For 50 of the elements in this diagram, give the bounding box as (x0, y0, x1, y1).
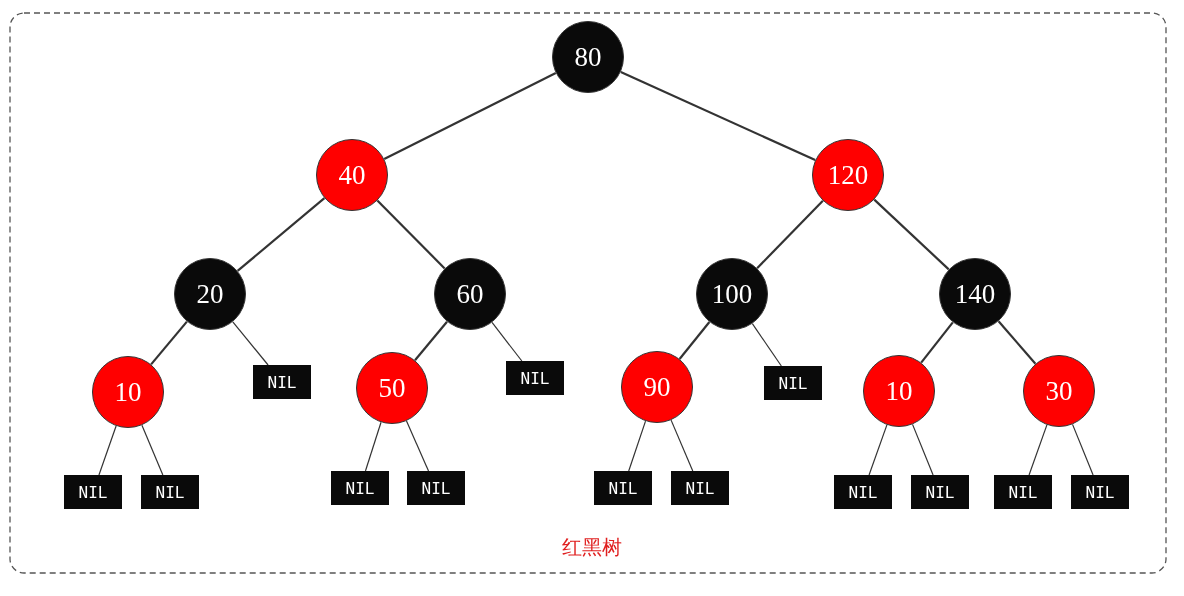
tree-node: 10 (92, 356, 164, 428)
nil-leaf: NIL (331, 471, 389, 505)
tree-edge (491, 321, 523, 362)
nil-leaf: NIL (64, 475, 122, 509)
nil-leaf: NIL (994, 475, 1052, 509)
tree-edge (414, 321, 448, 361)
nil-leaf: NIL (834, 475, 892, 509)
nil-leaf: NIL (506, 361, 564, 395)
tree-node: 20 (174, 258, 246, 330)
tree-edge (678, 321, 711, 360)
tree-edge (751, 323, 782, 367)
tree-node: 140 (939, 258, 1011, 330)
nil-leaf: NIL (141, 475, 199, 509)
tree-edge (997, 320, 1037, 365)
nil-leaf: NIL (594, 471, 652, 505)
tree-node: 100 (696, 258, 768, 330)
tree-edge (236, 197, 326, 272)
tree-edge (1071, 423, 1094, 476)
tree-edge (405, 420, 430, 472)
tree-node: 90 (621, 351, 693, 423)
tree-edge (628, 420, 647, 472)
tree-edge (98, 425, 117, 476)
tree-edge (756, 200, 824, 269)
tree-edge (670, 419, 694, 472)
tree-edge (620, 70, 816, 162)
tree-node: 120 (812, 139, 884, 211)
tree-edge (141, 424, 164, 476)
nil-leaf: NIL (253, 365, 311, 399)
tree-edge (873, 198, 950, 271)
tree-edge (383, 72, 557, 160)
tree-edge (364, 421, 382, 472)
tree-node: 40 (316, 139, 388, 211)
nil-leaf: NIL (671, 471, 729, 505)
tree-edge (868, 424, 888, 476)
nil-leaf: NIL (1071, 475, 1129, 509)
nil-leaf: NIL (911, 475, 969, 509)
nil-leaf: NIL (407, 471, 465, 505)
tree-node: 80 (552, 21, 624, 93)
tree-node: 10 (863, 355, 935, 427)
tree-node: 60 (434, 258, 506, 330)
tree-edge (1028, 424, 1048, 476)
tree-edge (376, 199, 446, 270)
tree-edge (911, 423, 934, 476)
nil-leaf: NIL (764, 366, 822, 400)
tree-node: 30 (1023, 355, 1095, 427)
caption: 红黑树 (562, 534, 622, 561)
tree-edge (232, 321, 269, 366)
tree-node: 50 (356, 352, 428, 424)
tree-edge (920, 321, 954, 364)
tree-edge (150, 320, 188, 366)
